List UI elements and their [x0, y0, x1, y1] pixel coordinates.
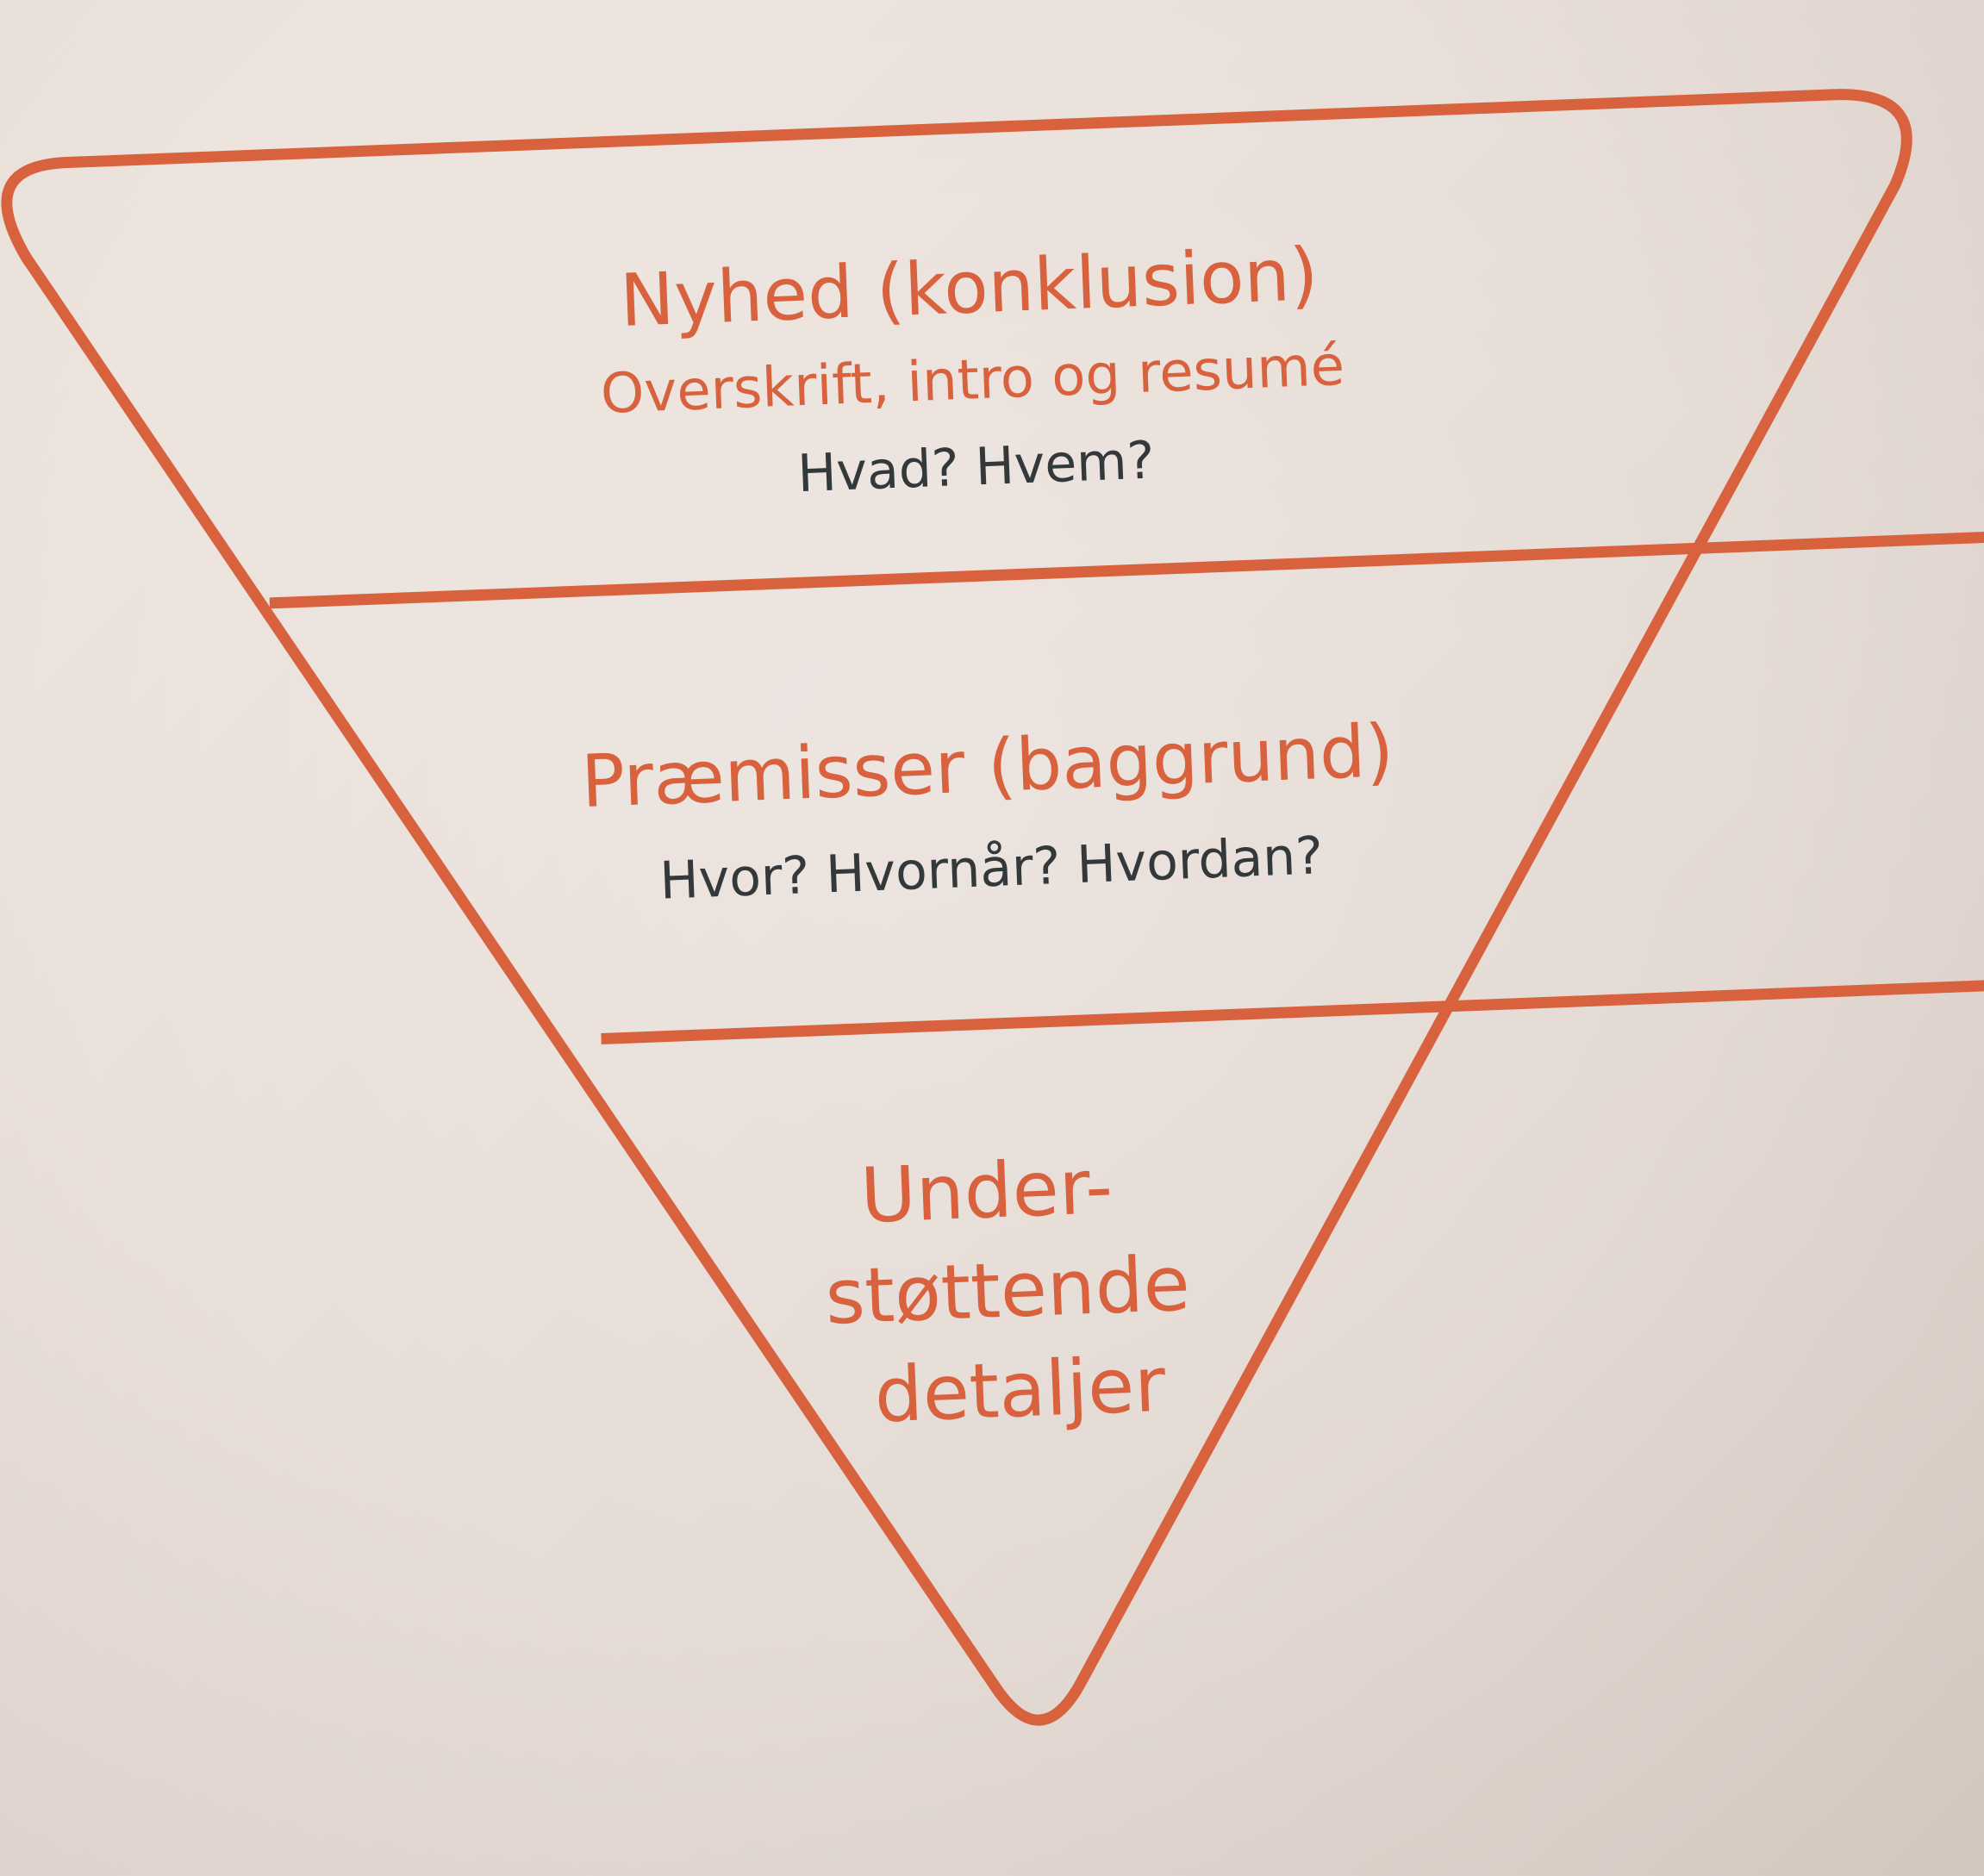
pyramid-outline — [1, 89, 1912, 1726]
divider-line-2 — [601, 979, 1984, 1045]
level-1-heading: Nyhed (konklusion) — [619, 232, 1320, 343]
level-1-subheading: Overskrift, intro og resumé — [600, 334, 1346, 427]
level-2-premises: Præmisser (baggrund) Hvor? Hvornår? Hvor… — [580, 708, 1395, 912]
level-1-questions: Hvad? Hvem? — [796, 430, 1156, 504]
level-3-heading-line-3: detaljer — [873, 1340, 1168, 1440]
level-1-news: Nyhed (konklusion) Overskrift, intro og … — [600, 232, 1346, 504]
level-3-heading-line-2: støttende — [824, 1239, 1192, 1342]
level-3-heading-line-1: Under- — [859, 1142, 1114, 1240]
level-2-questions: Hvor? Hvornår? Hvordan? — [658, 826, 1324, 912]
divider-line-1 — [269, 531, 1984, 609]
level-3-supporting-details: Under- støttende detaljer — [824, 1142, 1192, 1440]
level-2-heading: Præmisser (baggrund) — [580, 708, 1395, 824]
